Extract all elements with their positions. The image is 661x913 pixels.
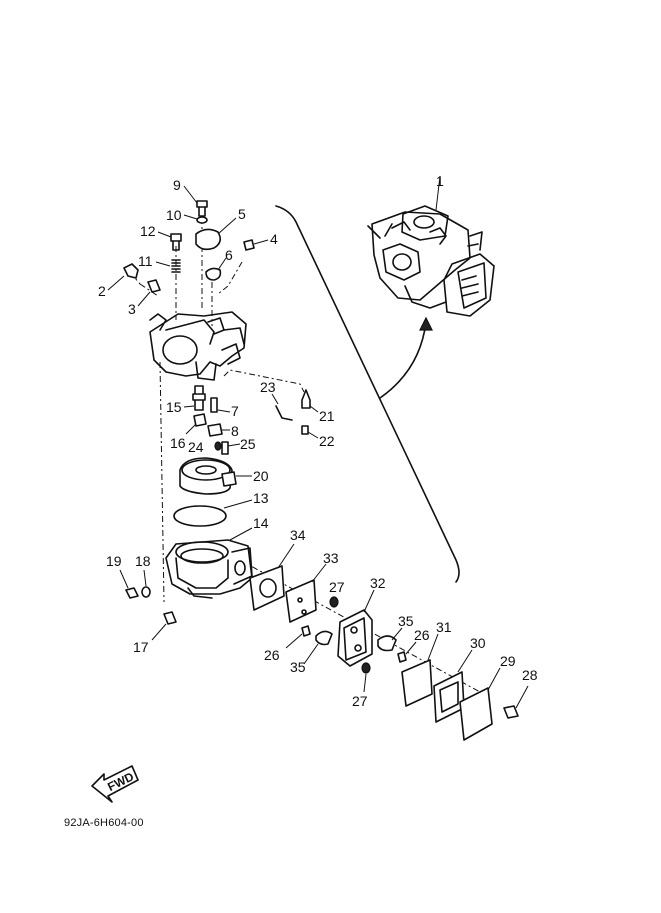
callout-35a: 35 — [290, 659, 306, 675]
callout-6: 6 — [225, 247, 233, 263]
part-12-screw: 12 — [140, 223, 182, 251]
callout-11: 11 — [138, 253, 153, 269]
callout-32: 32 — [370, 575, 386, 591]
assembly-axis-main — [159, 361, 165, 603]
callout-14: 14 — [253, 515, 269, 531]
part-5-cover: 5 — [195, 206, 246, 251]
part-35-fitting-left: 35 — [290, 630, 333, 675]
callout-21: 21 — [319, 408, 335, 424]
callout-2: 2 — [98, 283, 106, 299]
part-9-screw: 9 — [173, 177, 208, 217]
part-29-cover: 29 — [459, 653, 516, 741]
callout-30: 30 — [470, 635, 486, 651]
part-22-clip: 22 — [301, 425, 335, 449]
part-23-clip: 23 — [260, 379, 293, 421]
callout-1: 1 — [436, 173, 444, 189]
carburetor-body — [149, 311, 247, 381]
callout-25: 25 — [240, 436, 256, 452]
inset-bracket-line — [275, 205, 460, 583]
callout-10: 10 — [166, 207, 182, 223]
callout-26b: 26 — [414, 627, 430, 643]
part-26-screw-left: 26 — [264, 625, 311, 663]
part-11-spring: 11 — [138, 253, 181, 273]
part-33-plate: 33 — [285, 550, 339, 623]
part-24-pin: 24 — [188, 439, 222, 455]
callout-24: 24 — [188, 439, 204, 455]
callout-22: 22 — [319, 433, 335, 449]
part-4-plug: 4 — [243, 231, 278, 251]
part-2-screw: 2 — [98, 263, 139, 299]
part-14-float-chamber: 14 — [165, 515, 269, 599]
callout-29: 29 — [500, 653, 516, 669]
part-20-float: 20 — [179, 457, 269, 495]
part-32-pump-body: 32 — [337, 575, 386, 667]
callout-33: 33 — [323, 550, 339, 566]
callout-9: 9 — [173, 177, 181, 193]
callout-26a: 26 — [264, 647, 280, 663]
callout-8: 8 — [231, 423, 239, 439]
callout-27a: 27 — [329, 579, 345, 595]
callout-28: 28 — [522, 667, 538, 683]
callout-13: 13 — [253, 490, 269, 506]
part-8-main-jet: 8 — [207, 423, 239, 439]
part-17-plug: 17 — [133, 611, 177, 655]
callout-19: 19 — [106, 553, 122, 569]
part-16-nut: 16 — [170, 413, 207, 451]
callout-17: 17 — [133, 639, 149, 655]
inset-arrow — [379, 321, 427, 399]
part-7-jet: 7 — [210, 397, 239, 419]
part-19-drain-screw: 19 — [106, 553, 139, 599]
fwd-direction-arrow: FWD — [91, 765, 139, 803]
callout-15: 15 — [166, 399, 182, 415]
part-15-nozzle: 15 — [166, 385, 206, 415]
callout-7: 7 — [231, 403, 239, 419]
part-13-gasket: 13 — [173, 490, 269, 527]
part-25-pin: 25 — [221, 436, 256, 455]
assembled-carburetor-inset: 1 — [367, 173, 495, 317]
part-18-gasket: 18 — [135, 553, 151, 598]
callout-20: 20 — [253, 468, 269, 484]
part-26-screw-right: 26 — [397, 627, 430, 663]
part-31-diaphragm: 31 — [401, 619, 452, 707]
part-34-gasket: 34 — [249, 527, 306, 611]
part-6-float: 6 — [205, 247, 233, 281]
part-10-washer: 10 — [166, 207, 208, 224]
part-28-screw: 28 — [503, 667, 538, 719]
callout-16: 16 — [170, 435, 186, 451]
part-3-pilot-screw: 3 — [128, 279, 161, 317]
callout-4: 4 — [270, 231, 278, 247]
callout-35b: 35 — [398, 613, 414, 629]
callout-5: 5 — [238, 206, 246, 222]
part-27-check-valve-lower: 27 — [352, 662, 371, 709]
assembly-axis-right — [223, 369, 305, 393]
callout-34: 34 — [290, 527, 306, 543]
callout-3: 3 — [128, 301, 136, 317]
assembly-axis-front — [217, 261, 243, 295]
callout-23: 23 — [260, 379, 276, 395]
drawing-code: 92JA-6H604-00 — [64, 817, 144, 829]
part-21-needle-valve: 21 — [301, 389, 335, 424]
callout-31: 31 — [436, 619, 452, 635]
callout-12: 12 — [140, 223, 156, 239]
part-27-check-valve-upper: 27 — [329, 579, 345, 608]
part-35-fitting-right: 35 — [377, 613, 414, 652]
callout-27b: 27 — [352, 693, 368, 709]
inset-arrow-head — [419, 316, 433, 331]
callout-18: 18 — [135, 553, 151, 569]
